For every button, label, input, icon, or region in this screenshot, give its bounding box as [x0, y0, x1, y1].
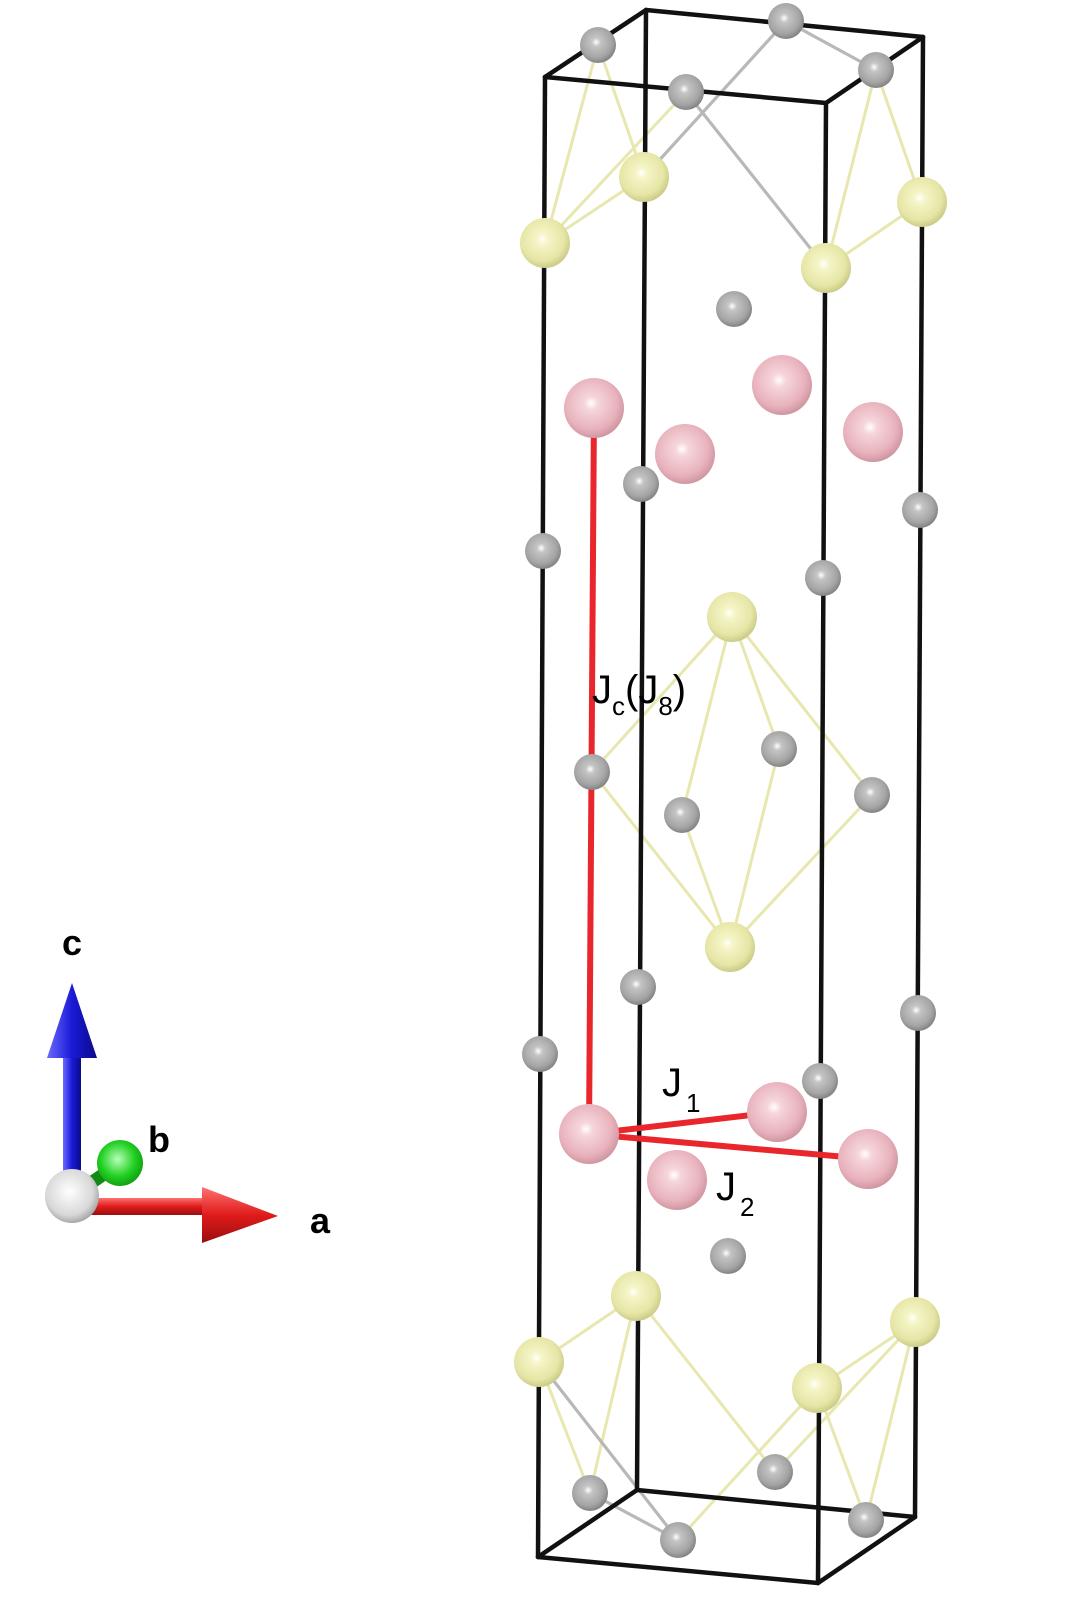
unit-cell-edge — [634, 7, 649, 1493]
small-atom — [854, 777, 890, 813]
yellow-atom — [707, 592, 757, 642]
unit-cell-edge — [535, 74, 548, 1560]
axis-a-head — [202, 1187, 278, 1243]
small-atom — [761, 731, 797, 767]
small-atom — [660, 1522, 696, 1558]
label-jc: Jc(J8) — [592, 668, 686, 721]
exchange-paths — [586, 405, 871, 1162]
magnetic-atom — [843, 402, 903, 462]
small-atom — [768, 3, 804, 39]
magnetic-atom — [559, 1104, 619, 1164]
bond — [824, 68, 878, 270]
yellow-atom — [801, 243, 851, 293]
small-atom — [858, 52, 894, 88]
small-atom — [900, 995, 936, 1031]
bond — [588, 1294, 638, 1495]
yellow-atom — [897, 177, 947, 227]
small-atom — [623, 466, 659, 502]
small-atom — [525, 533, 561, 569]
magnetic-atom — [655, 424, 715, 484]
bond — [676, 1386, 819, 1542]
bond — [543, 90, 688, 245]
bond — [728, 793, 874, 949]
magnetic-atom — [838, 1129, 898, 1189]
yellow-atom — [890, 1297, 940, 1347]
small-atom — [710, 1238, 746, 1274]
unit-cell-edge — [815, 1514, 918, 1586]
bond — [537, 1360, 680, 1542]
unit-cell-edge — [912, 34, 926, 1520]
bond — [634, 1294, 777, 1474]
axis-label-c: c — [62, 922, 82, 963]
yellow-atom — [520, 218, 570, 268]
bond — [590, 615, 734, 774]
axis-c-head — [47, 983, 97, 1058]
small-atoms — [522, 3, 938, 1558]
axes-indicator: c b a — [45, 922, 331, 1243]
unit-cell-edge — [535, 1487, 640, 1560]
yellow-atoms — [514, 152, 947, 1413]
magnetic-atom — [752, 355, 812, 415]
axis-label-b: b — [148, 1119, 170, 1160]
small-atom — [668, 74, 704, 110]
bond — [684, 90, 828, 270]
unit-cell-edge — [535, 1554, 821, 1586]
small-atom — [574, 754, 610, 790]
bond — [680, 615, 734, 817]
small-atom — [902, 492, 938, 528]
small-atom — [664, 797, 700, 833]
unit-cell-edge — [815, 100, 829, 1586]
small-atom — [620, 969, 656, 1005]
bond — [590, 770, 732, 949]
small-atom — [757, 1454, 793, 1490]
small-atom — [522, 1036, 558, 1072]
magnetic-atom — [647, 1150, 707, 1210]
magnetic-atom — [564, 378, 624, 438]
magnetic-atom — [747, 1082, 807, 1142]
bond — [864, 1320, 917, 1522]
magnetic-atoms — [559, 355, 903, 1210]
yellow-atom — [705, 922, 755, 972]
bond — [728, 747, 781, 949]
axis-b-tip — [97, 1140, 143, 1186]
axis-label-a: a — [310, 1200, 331, 1241]
small-atom — [848, 1502, 884, 1538]
axis-c-shaft — [63, 1050, 81, 1180]
axis-a-shaft — [74, 1198, 214, 1215]
yellow-atom — [611, 1271, 661, 1321]
small-atom — [580, 27, 616, 63]
bond — [642, 19, 788, 179]
yellow-atom — [619, 152, 669, 202]
yellow-atom — [792, 1363, 842, 1413]
bond — [773, 1320, 917, 1474]
small-atom — [572, 1475, 608, 1511]
yellow-atom — [514, 1337, 564, 1387]
small-atom — [716, 291, 752, 327]
small-atom — [805, 560, 841, 596]
exchange-path-j1 — [586, 1109, 780, 1137]
small-atom — [802, 1063, 838, 1099]
axis-origin — [45, 1169, 99, 1223]
bond — [543, 43, 600, 245]
exchange-path-j2 — [586, 1131, 871, 1162]
bond — [730, 615, 874, 797]
